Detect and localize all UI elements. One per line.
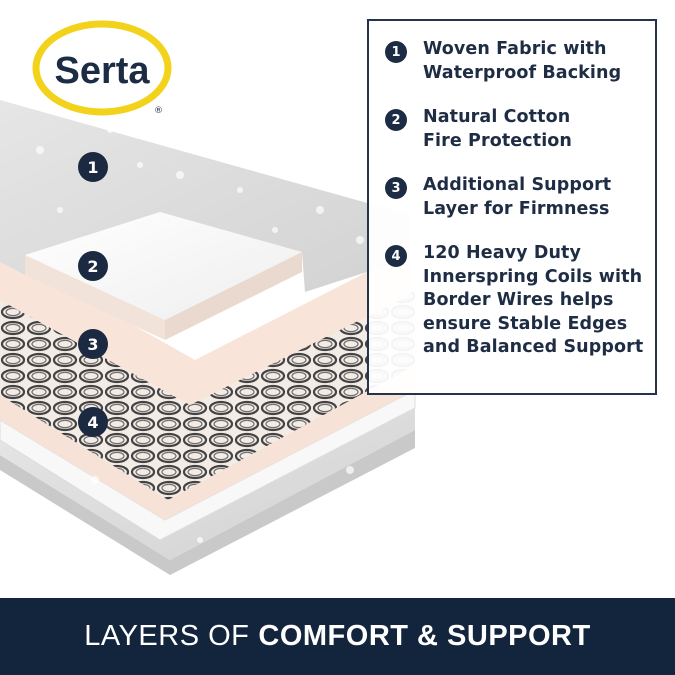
layers-legend: 1 Woven Fabric with Waterproof Backing 2… (367, 19, 657, 395)
footer-bold-text: COMFORT & SUPPORT (258, 620, 591, 652)
svg-text:Serta: Serta (54, 50, 150, 92)
legend-number-3: 3 (385, 177, 407, 199)
layer-marker-4: 4 (78, 407, 108, 437)
layer-marker-2: 2 (78, 251, 108, 281)
svg-text:®: ® (154, 106, 163, 116)
legend-number-4: 4 (385, 245, 407, 267)
footer-light-text: LAYERS OF (84, 620, 250, 652)
legend-number-2: 2 (385, 109, 407, 131)
layer-marker-1: 1 (78, 152, 108, 182)
legend-item-1: 1 Woven Fabric with Waterproof Backing (385, 38, 621, 85)
footer-banner: LAYERS OF COMFORT & SUPPORT (0, 598, 675, 675)
legend-text-4: 120 Heavy Duty Innerspring Coils with Bo… (423, 243, 644, 357)
legend-text-2: Natural Cotton Fire Protection (423, 107, 572, 151)
legend-number-1: 1 (385, 41, 407, 63)
mattress-illustration (0, 100, 416, 575)
legend-item-2: 2 Natural Cotton Fire Protection (385, 106, 572, 153)
layer-marker-3: 3 (78, 329, 108, 359)
legend-text-1: Woven Fabric with Waterproof Backing (423, 39, 622, 83)
legend-item-4: 4 120 Heavy Duty Innerspring Coils with … (385, 242, 643, 360)
legend-item-3: 3 Additional Support Layer for Firmness (385, 174, 611, 221)
serta-logo: Serta ® (30, 18, 180, 118)
legend-text-3: Additional Support Layer for Firmness (423, 175, 612, 219)
